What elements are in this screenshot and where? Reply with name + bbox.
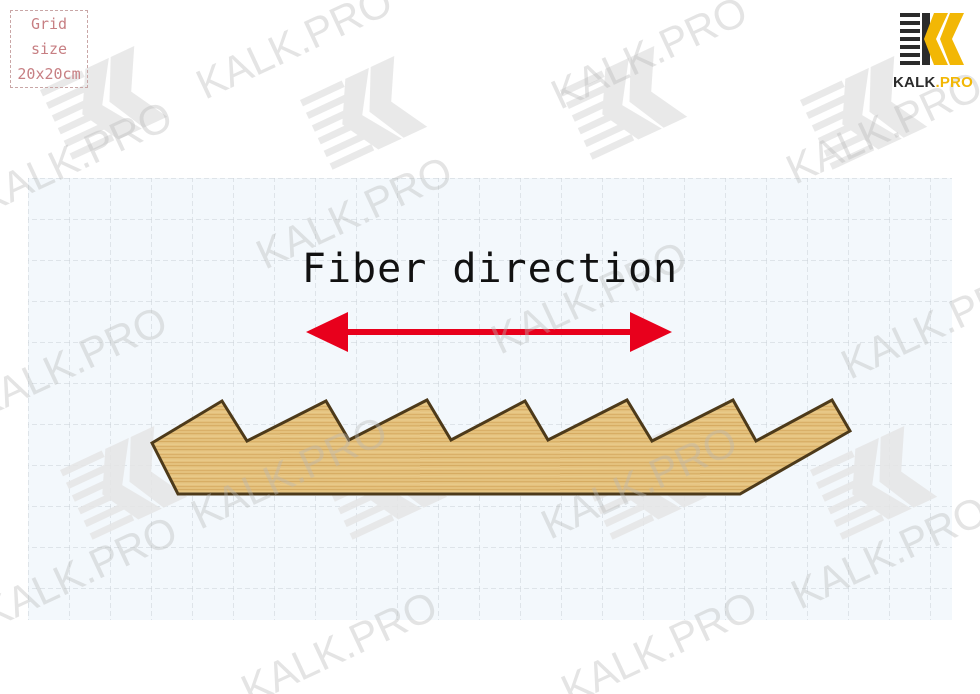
legend-line-grid: Grid (30, 14, 68, 33)
grid-size-legend: Grid size 20x20cm (10, 10, 88, 88)
fiber-direction-label: Fiber direction (301, 246, 679, 292)
legend-line-size: size (30, 39, 68, 58)
logo-suffix: .PRO (935, 74, 973, 91)
logo-name: KALK (893, 74, 936, 91)
legend-line-dimensions: 20x20cm (17, 64, 81, 83)
fiber-direction-arrow (306, 312, 672, 352)
logo-wordmark: KALK.PRO (892, 74, 974, 91)
grid-area (28, 178, 952, 620)
logo-mark-icon (900, 13, 964, 65)
watermark-text: KALK.PRO (189, 0, 399, 108)
kalk-pro-logo: KALK.PRO (892, 8, 974, 94)
wood-board (150, 397, 853, 496)
